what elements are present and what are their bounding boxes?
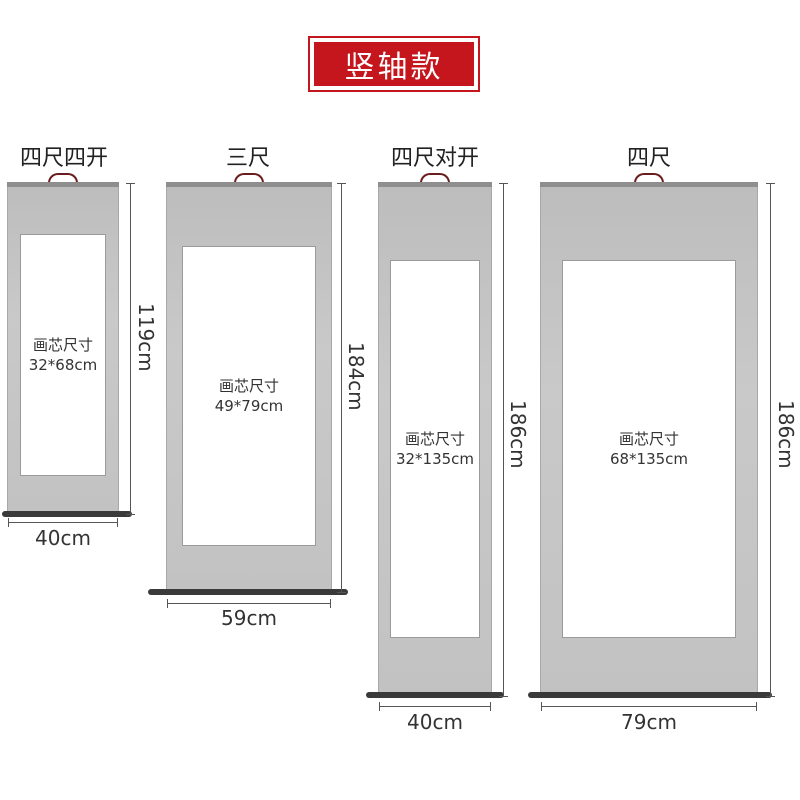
dimension-tick xyxy=(490,702,491,711)
scroll-name-2: 三尺 xyxy=(225,146,270,171)
dimension-tick xyxy=(766,183,775,184)
bottom-rod xyxy=(2,511,132,517)
panel-size: 32*135cm xyxy=(395,450,475,468)
height-dimension-line xyxy=(341,183,342,593)
panel-size: 32*68cm xyxy=(28,356,98,374)
dimension-tick xyxy=(541,702,542,711)
dimension-tick xyxy=(337,592,346,593)
width-dimension-line xyxy=(8,522,118,523)
width-label: 40cm xyxy=(407,710,463,734)
panel-label: 画芯尺寸 xyxy=(618,430,679,448)
width-dimension-line xyxy=(167,603,331,604)
page-title: 竖轴款 xyxy=(314,42,474,86)
scroll-2: 画芯尺寸 49*79cm xyxy=(166,173,332,593)
height-label: 186cm xyxy=(774,400,798,469)
height-dimension-line xyxy=(770,183,771,697)
scroll-4: 画芯尺寸 68*135cm xyxy=(540,173,758,696)
height-dimension-line xyxy=(503,183,504,697)
painting-panel: 画芯尺寸 68*135cm xyxy=(562,260,736,638)
dimension-tick xyxy=(330,599,331,608)
title-badge: 竖轴款 xyxy=(308,36,480,92)
dimension-tick xyxy=(117,518,118,527)
dimension-tick xyxy=(167,599,168,608)
dimension-tick xyxy=(499,183,508,184)
panel-label: 画芯尺寸 xyxy=(218,377,279,395)
scroll-name-3: 四尺对开 xyxy=(390,146,479,171)
width-label: 40cm xyxy=(35,526,91,550)
panel-label: 画芯尺寸 xyxy=(32,336,93,354)
height-label: 184cm xyxy=(344,342,368,411)
dimension-tick xyxy=(379,702,380,711)
height-label: 119cm xyxy=(134,303,158,372)
width-dimension-line xyxy=(541,706,757,707)
panel-label: 画芯尺寸 xyxy=(404,430,465,448)
dimension-tick xyxy=(337,183,346,184)
painting-panel: 画芯尺寸 32*68cm xyxy=(20,234,106,476)
panel-size: 49*79cm xyxy=(214,397,284,415)
scroll-name-1: 四尺四开 xyxy=(19,146,108,171)
dimension-tick xyxy=(766,696,775,697)
panel-size: 68*135cm xyxy=(609,450,689,468)
hanger-cord-icon xyxy=(420,173,450,183)
scroll-1: 画芯尺寸 32*68cm xyxy=(7,173,119,514)
dimension-tick xyxy=(126,183,135,184)
hanger-cord-icon xyxy=(634,173,664,183)
height-label: 186cm xyxy=(506,400,530,469)
scroll-name-4: 四尺 xyxy=(626,146,671,171)
hanger-cord-icon xyxy=(48,173,78,183)
dimension-tick xyxy=(126,514,135,515)
width-label: 59cm xyxy=(221,606,277,630)
dimension-tick xyxy=(756,702,757,711)
height-dimension-line xyxy=(130,183,131,515)
bottom-rod xyxy=(528,692,772,698)
width-dimension-line xyxy=(379,706,491,707)
hanger-cord-icon xyxy=(234,173,264,183)
dimension-tick xyxy=(499,696,508,697)
dimension-tick xyxy=(8,518,9,527)
bottom-rod xyxy=(148,589,348,595)
painting-panel: 画芯尺寸 32*135cm xyxy=(390,260,480,638)
width-label: 79cm xyxy=(621,710,677,734)
bottom-rod xyxy=(366,692,504,698)
scroll-3: 画芯尺寸 32*135cm xyxy=(378,173,492,696)
painting-panel: 画芯尺寸 49*79cm xyxy=(182,246,316,546)
